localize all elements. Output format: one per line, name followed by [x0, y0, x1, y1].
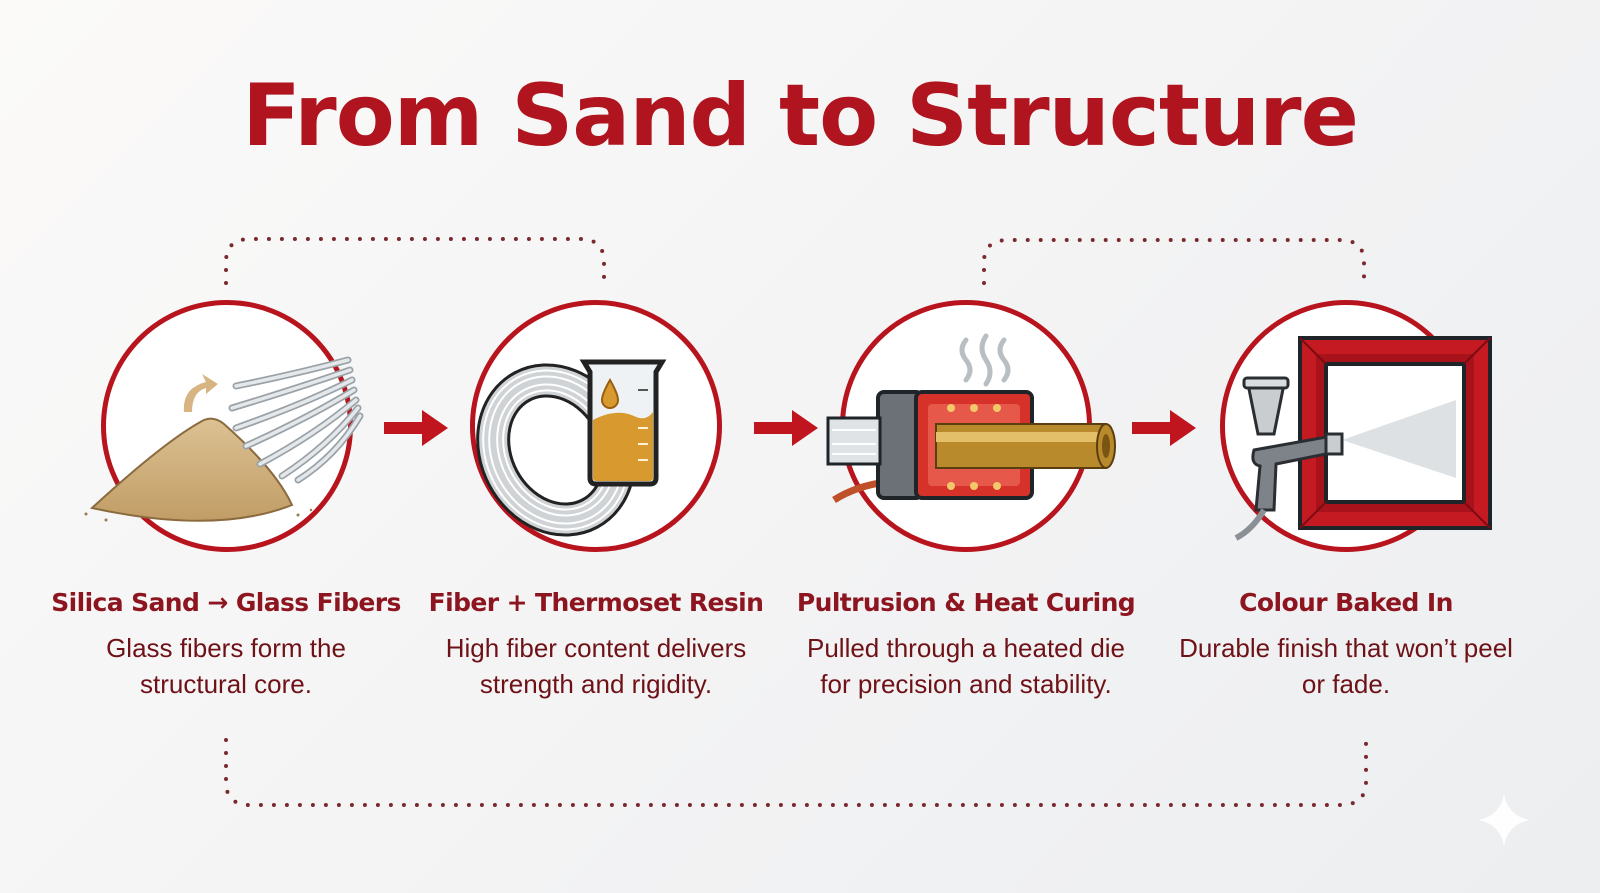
arrow-right-icon — [384, 410, 448, 446]
spray-gun-frame-icon — [1234, 336, 1492, 541]
sand-to-fibers-icon — [84, 356, 364, 522]
arrow-right-icon — [1132, 410, 1196, 446]
fiber-resin-beaker-icon — [476, 359, 667, 537]
top-connector-right — [982, 238, 1366, 285]
step-4-description: Durable finish that won’t peel or fade. — [1179, 633, 1513, 699]
sparkle-icon — [1478, 794, 1530, 846]
step-1-title: Silica Sand → Glass Fibers — [51, 588, 401, 617]
step-2-description: High fiber content delivers strength and… — [445, 633, 747, 699]
step-2-title: Fiber + Thermoset Resin — [428, 588, 764, 617]
step-3-description: Pulled through a heated die for precisio… — [806, 633, 1126, 699]
bottom-connector — [224, 738, 1368, 807]
heated-die-icon — [826, 333, 1116, 503]
step-1-description: Glass fibers form the structural core. — [106, 633, 346, 699]
page-title: From Sand to Structure — [242, 66, 1359, 166]
step-4-title: Colour Baked In — [1239, 588, 1453, 617]
step-3-title: Pultrusion & Heat Curing — [796, 588, 1136, 617]
top-connector-left — [224, 237, 606, 285]
arrow-right-icon — [754, 410, 818, 446]
